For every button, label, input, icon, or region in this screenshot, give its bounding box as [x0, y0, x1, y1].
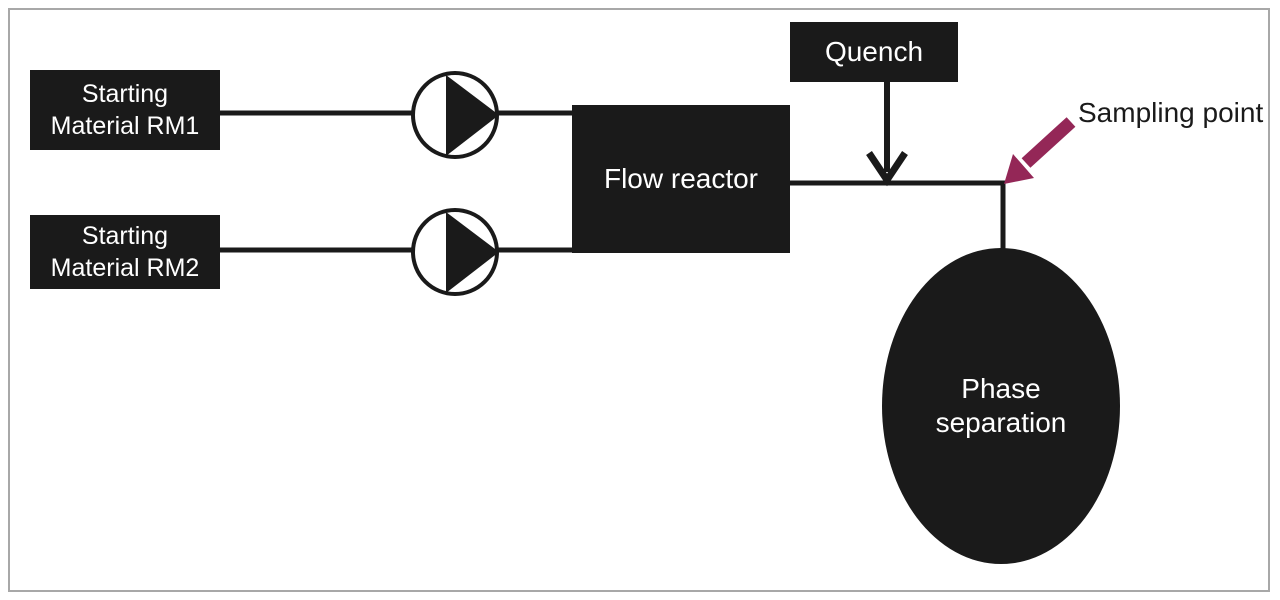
arrow-down-icon	[866, 82, 908, 187]
node-quench: Quench	[790, 22, 958, 82]
node-label: Quench	[824, 36, 924, 67]
node-starting-material-rm2: Starting Material RM2	[30, 215, 220, 289]
pump-icon	[411, 71, 499, 159]
node-label-line: Starting	[81, 222, 169, 250]
node-starting-material-rm1: Starting Material RM1	[30, 70, 220, 150]
sampling-arrow-icon	[1004, 117, 1076, 184]
node-label: Flow reactor	[603, 163, 759, 194]
node-label-line: separation	[935, 407, 1067, 438]
pump-icon	[411, 208, 499, 296]
sampling-point-label: Sampling point	[1078, 97, 1264, 128]
node-label-line: Material RM1	[50, 112, 200, 140]
node-label-line: Material RM2	[50, 254, 200, 282]
line-reactor-to-phase-separation	[790, 180, 1006, 250]
node-label-line: Phase	[961, 373, 1041, 404]
node-label-line: Starting	[81, 80, 169, 108]
node-flow-reactor: Flow reactor	[572, 105, 790, 253]
node-phase-separation-label: Phase separation	[881, 248, 1121, 564]
phase-separation-vessel	[882, 248, 1120, 564]
